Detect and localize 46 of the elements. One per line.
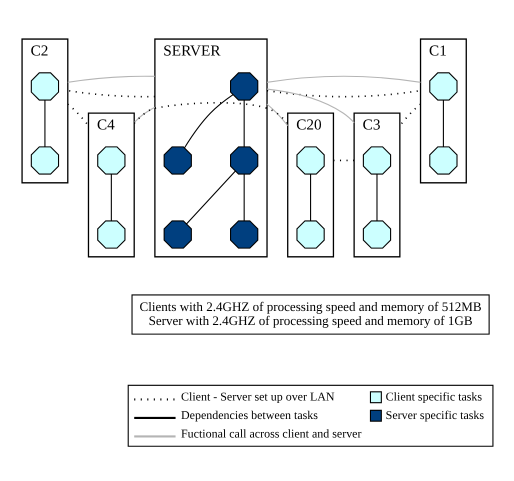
node-circle xyxy=(296,220,324,249)
connector xyxy=(133,102,288,124)
legend-label: Dependencies between tasks xyxy=(180,408,318,422)
node-circle xyxy=(163,220,192,249)
connector xyxy=(184,94,233,148)
connector xyxy=(44,100,45,147)
legend-label: Client - Server set up over LAN xyxy=(180,389,334,404)
node-circle xyxy=(230,72,258,101)
connector xyxy=(186,170,236,224)
connector xyxy=(266,88,354,124)
cluster: C1 xyxy=(419,38,466,184)
node-circle xyxy=(230,220,258,249)
node-circle xyxy=(163,146,192,175)
node-circle xyxy=(362,146,391,175)
node-circle xyxy=(230,146,258,175)
cluster: C20 xyxy=(286,112,334,258)
node-circle xyxy=(428,72,458,101)
connector xyxy=(376,174,378,221)
legend-label: Fuctional call across client and server xyxy=(180,426,361,440)
connector xyxy=(67,90,154,98)
node-circle xyxy=(96,146,125,175)
node-circle xyxy=(30,72,59,101)
connector xyxy=(310,174,311,221)
node-circle xyxy=(296,146,324,175)
legend-label: Server specific tasks xyxy=(385,408,484,422)
node-box: Clients with 2.4GHZ of processing speed and memory of 512MB Server with 2.4GHZ of processing speed and memory of 1GB xyxy=(130,294,490,335)
cluster: C3 xyxy=(352,112,400,258)
connector xyxy=(133,106,155,124)
connector xyxy=(266,90,420,98)
cluster: SERVER xyxy=(154,38,268,258)
connector xyxy=(67,76,154,83)
connector xyxy=(266,104,288,126)
connector xyxy=(110,174,112,221)
node-circle xyxy=(428,146,458,175)
cluster: C2 xyxy=(20,38,68,184)
legend-label: Client specific tasks xyxy=(385,389,482,404)
connector xyxy=(66,103,89,126)
node-circle xyxy=(96,220,125,249)
node-circle xyxy=(30,146,59,175)
connector xyxy=(243,100,244,147)
connector xyxy=(398,103,421,126)
node-circle xyxy=(362,220,391,249)
connector xyxy=(243,174,244,221)
connector xyxy=(266,76,420,83)
cluster: C4 xyxy=(87,112,134,258)
connector xyxy=(442,100,444,147)
